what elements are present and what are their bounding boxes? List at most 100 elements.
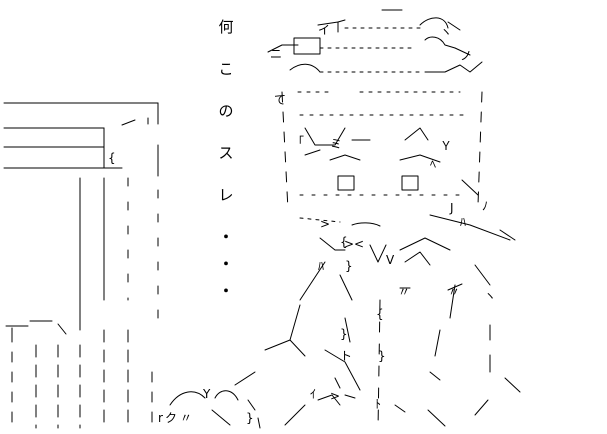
- hair-right-strand: [447, 21, 461, 31]
- art-glyph: }: [345, 259, 353, 273]
- skirt-lower: [427, 409, 446, 427]
- finger: [334, 377, 341, 389]
- art-glyph: ﾉ: [482, 199, 488, 213]
- eye-left-upper: [304, 149, 321, 156]
- eye-left-lid: [329, 154, 361, 161]
- doll-arm: [214, 390, 239, 401]
- art-glyph: }: [378, 349, 386, 363]
- doll-leg: [257, 417, 261, 429]
- eye-right-iris: [401, 175, 419, 191]
- art-glyph: て: [274, 93, 286, 107]
- art-glyph: ﾊ: [460, 215, 466, 229]
- arm-left: [289, 304, 301, 341]
- bangs-right: [424, 61, 483, 73]
- body-left: [339, 274, 353, 301]
- character-head: [267, 9, 516, 241]
- torso-center: [377, 299, 381, 431]
- caption-char: こ: [218, 60, 234, 78]
- left-structure: [3, 102, 159, 429]
- caption-char: の: [218, 102, 234, 120]
- chin-right: [429, 214, 511, 241]
- art-glyph: ノ: [460, 49, 472, 63]
- art-glyph: 〃: [448, 285, 460, 299]
- hair-ribbon-left: [293, 37, 321, 55]
- sleeve-left: [234, 371, 256, 386]
- face-right-edge: [477, 91, 483, 206]
- cheek-right: [461, 179, 479, 196]
- art-glyph: Ｙ: [440, 139, 452, 153]
- art-glyph: ﾍ: [430, 157, 436, 171]
- base-slant: [57, 323, 67, 335]
- art-glyph: イ: [318, 23, 330, 37]
- arm-left-upper: [299, 261, 326, 301]
- doll-arm: [247, 399, 256, 411]
- art-glyph: 〃: [180, 411, 192, 425]
- art-glyph: ｢: [298, 135, 304, 149]
- hair-right: [454, 47, 471, 56]
- arm-left-lower: [264, 339, 306, 357]
- art-glyph: {: [108, 151, 116, 165]
- art-glyph: J: [449, 201, 454, 215]
- body-right: [449, 284, 456, 319]
- skirt-left: [284, 404, 306, 426]
- doll-body: [211, 409, 231, 426]
- art-glyph: >: [320, 217, 330, 231]
- art-glyph: ト: [340, 349, 352, 363]
- finger: [344, 394, 356, 399]
- art-glyph: ><: [344, 237, 364, 251]
- art-glyph: ニ: [270, 47, 282, 61]
- vertical-caption: 何 こ の ス レ ・ ・ ・: [214, 20, 238, 311]
- art-glyph: >: [330, 389, 340, 403]
- caption-char: 何: [218, 18, 234, 36]
- hair-left: [267, 44, 299, 53]
- art-glyph: ﾊ: [318, 259, 324, 273]
- ribbon-v: [369, 244, 387, 263]
- collar-left: [319, 237, 346, 251]
- caption-dot: ・: [218, 282, 234, 300]
- ribbon-tail: [404, 251, 431, 266]
- eye-left-iris: [337, 175, 355, 191]
- hair-end-right: [499, 229, 516, 241]
- hand-lower: [317, 394, 341, 406]
- beam-slant: [121, 119, 136, 126]
- hair-curl: [419, 17, 449, 29]
- hair-ribbon-right: [424, 36, 456, 49]
- art-glyph: }: [340, 327, 348, 341]
- skirt-lower-right: [474, 399, 489, 416]
- art-glyph: r: [158, 411, 163, 425]
- torso-right: [434, 329, 441, 357]
- art-glyph: ヽ: [440, 25, 452, 39]
- character-body: [169, 237, 521, 431]
- brow-left: [304, 127, 346, 146]
- art-glyph: Y: [202, 387, 211, 401]
- art-glyph: }: [246, 411, 254, 425]
- mouth: [351, 222, 381, 227]
- shoulder-right: [474, 264, 491, 286]
- collar-right: [399, 237, 451, 251]
- hand: [324, 349, 361, 391]
- art-glyph: ﾄ: [375, 397, 381, 411]
- art-glyph: ク: [165, 411, 177, 425]
- bangs-left: [289, 63, 321, 73]
- art-glyph: ヽ: [484, 289, 496, 303]
- caption-dot: ・: [218, 228, 234, 246]
- caption-char: レ: [218, 186, 234, 204]
- art-glyph: {: [376, 307, 384, 321]
- eye-right-lid: [399, 154, 441, 163]
- chin-left: [299, 217, 341, 223]
- art-glyph: V: [386, 253, 395, 267]
- art-glyph: ミ: [330, 137, 342, 151]
- brow-right: [404, 127, 429, 141]
- art-glyph: ｲ: [310, 387, 316, 401]
- art-glyph: {: [340, 235, 348, 249]
- caption-char: ス: [218, 144, 234, 162]
- skirt-right-edge: [504, 377, 521, 393]
- skirt-right: [429, 371, 441, 381]
- face-left-edge: [281, 91, 289, 211]
- skirt-mark: [394, 404, 406, 413]
- doll-arm: [169, 391, 206, 406]
- art-glyph: 〃: [398, 285, 410, 299]
- torso-left: [344, 317, 351, 343]
